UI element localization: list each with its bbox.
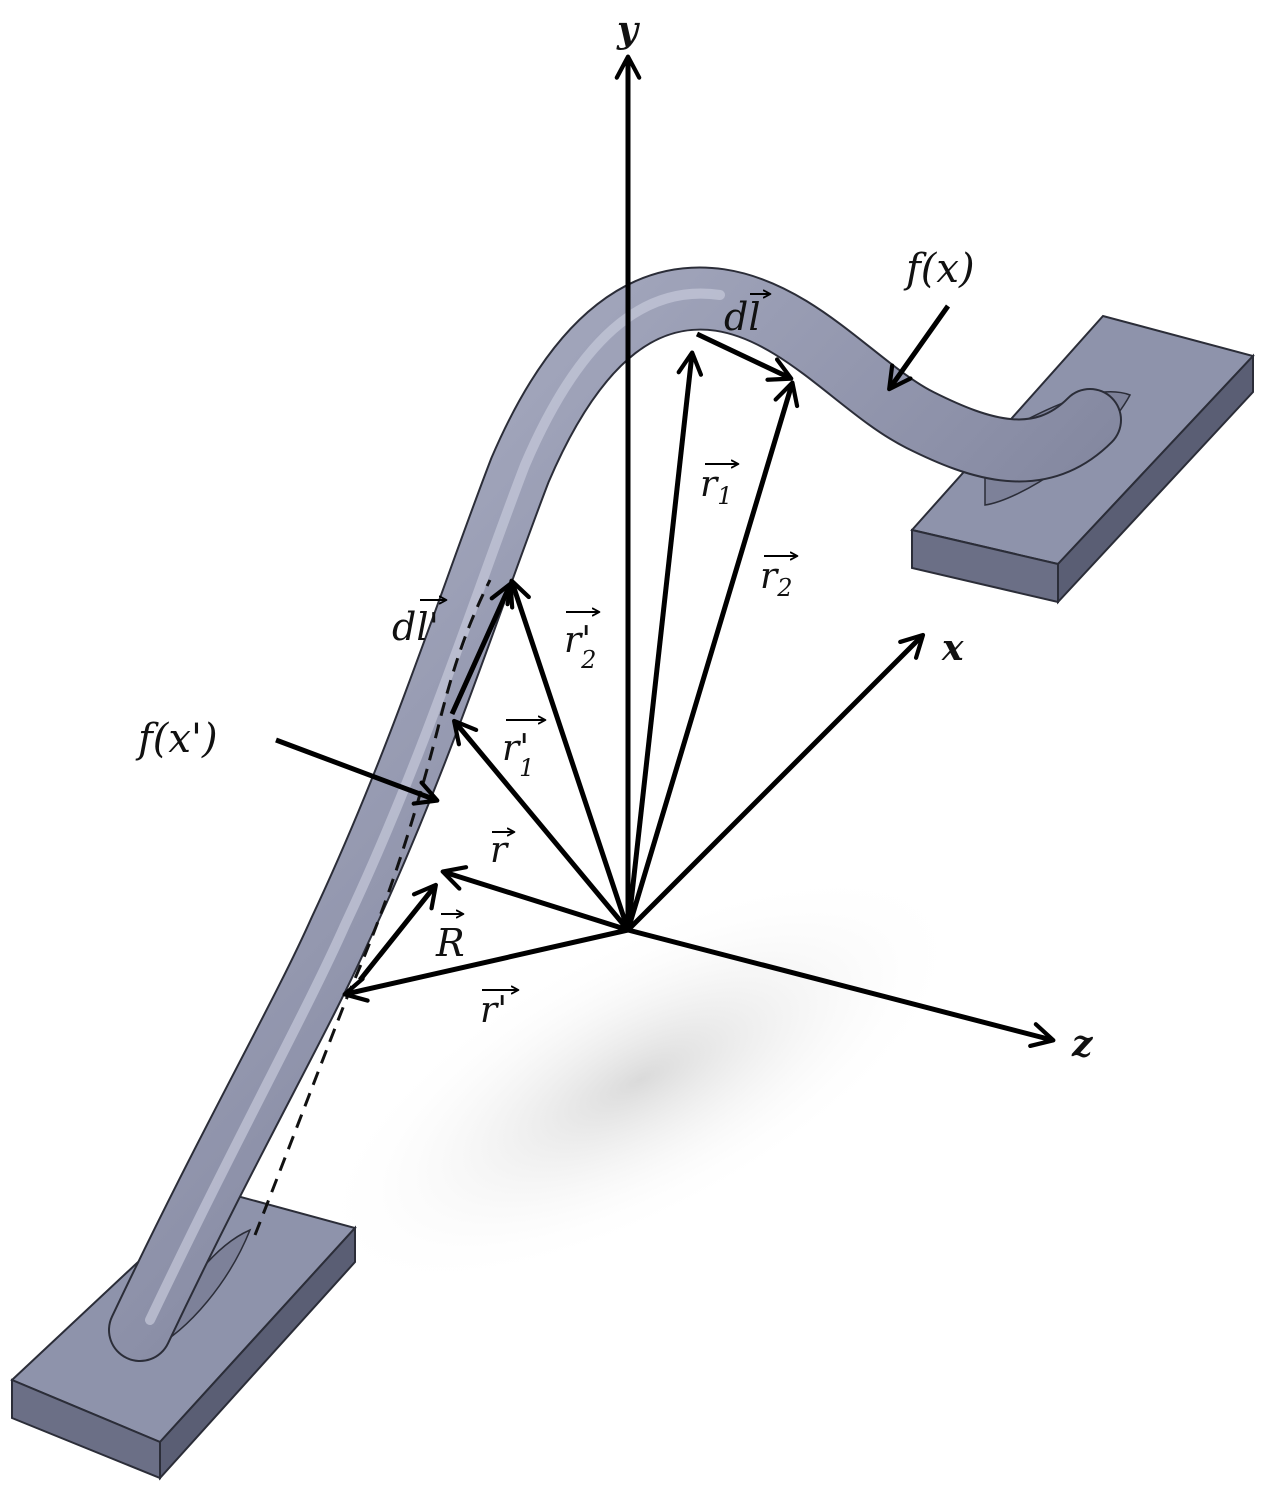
z-axis-label: z: [1071, 1023, 1094, 1065]
y-axis-label: y: [616, 9, 640, 51]
r2-prime-label: r'2: [564, 620, 596, 674]
r2-letter: r: [760, 556, 779, 597]
r-prime-label: r': [480, 990, 507, 1031]
z-axis: [627, 927, 1056, 1049]
coordinate-axes: [614, 54, 1056, 1049]
R-vector: [358, 882, 438, 982]
r1-prime-label: r'1: [502, 728, 534, 782]
r-label: r: [490, 830, 509, 871]
dl-label: dl: [724, 295, 760, 339]
r2-vector: [625, 380, 800, 931]
dl-prime-vector: [449, 581, 515, 716]
label-overarrows: [420, 289, 799, 995]
source-centerline: [253, 579, 492, 1236]
r-prime-vector: [342, 927, 629, 1003]
r1-prime-vector: [452, 718, 630, 932]
x-axis: [626, 632, 926, 932]
r1-vector: [625, 350, 704, 931]
r1-prime-subscript: 1: [519, 754, 534, 782]
r2-prime-vector: [505, 578, 631, 931]
r1-subscript: 1: [717, 482, 732, 510]
R-label: R: [435, 921, 465, 965]
fx-label: f(x): [903, 246, 975, 292]
vectors: [275, 304, 951, 1003]
r2-prime-letter: r': [564, 620, 591, 661]
r2-prime-subscript: 2: [580, 646, 596, 674]
r1-letter: r: [700, 464, 719, 505]
r2-subscript: 2: [776, 574, 792, 602]
fx-pointer-arrow: [887, 304, 951, 392]
r2-label: r2: [760, 556, 793, 602]
dl-prime-label: dl': [392, 605, 439, 649]
x-axis-label: x: [941, 627, 964, 669]
r1-label: r1: [700, 464, 733, 510]
dl-vector: [695, 331, 794, 382]
fxprime-label: f(x'): [135, 716, 218, 762]
fxprime-pointer-arrow: [275, 737, 440, 806]
r1-prime-letter: r': [502, 728, 529, 769]
r-vector: [440, 865, 629, 933]
conductor-tube: [108, 266, 1122, 1362]
